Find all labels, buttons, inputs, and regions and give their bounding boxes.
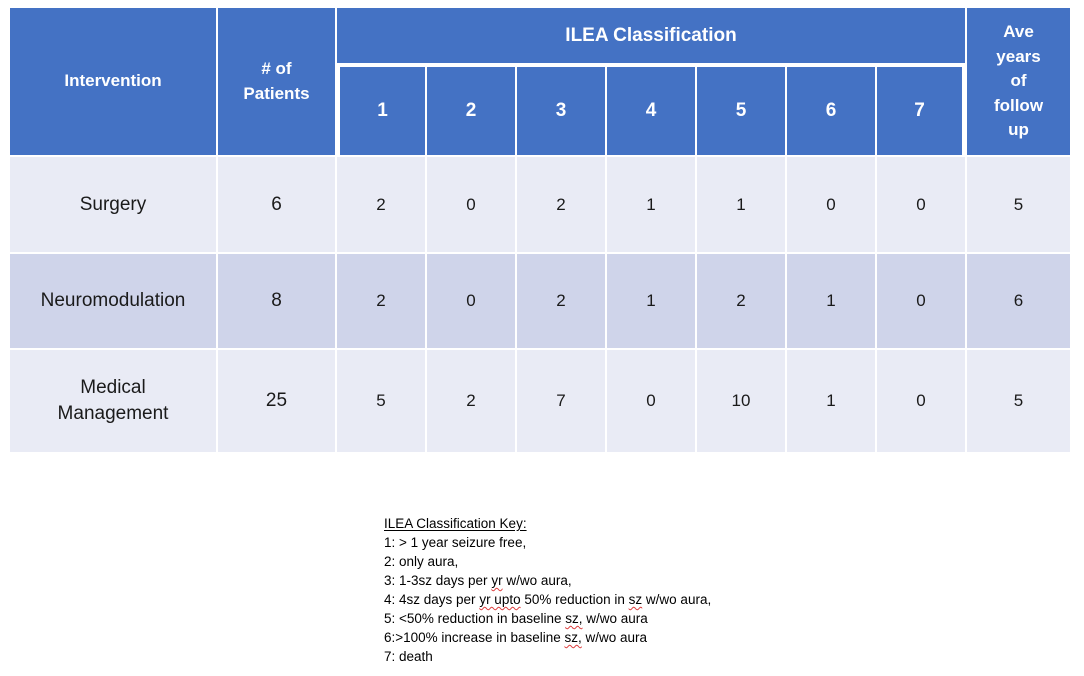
ave-years-cell: 6	[967, 254, 1070, 348]
class-cell-2: 2	[427, 350, 515, 452]
class-cell-3: 2	[517, 254, 605, 348]
results-table: Intervention # of Patients ILEA Classifi…	[8, 6, 1072, 454]
header-ave-years: Ave years of follow up	[967, 8, 1070, 155]
key-line: 2: only aura,	[384, 552, 1004, 571]
header-row-classes: 1 2 3 4 5 6 7	[10, 65, 1070, 155]
ave-years-cell: 5	[967, 350, 1070, 452]
class-cell-5: 1	[697, 157, 785, 252]
misspelled-word: yr	[491, 573, 503, 588]
row-label: Neuromodulation	[10, 254, 216, 348]
classification-key: ILEA Classification Key: 1: > 1 year sei…	[384, 514, 1004, 666]
class-cell-6: 0	[787, 157, 875, 252]
class-cell-1: 2	[337, 254, 425, 348]
header-ilea-classification: ILEA Classification	[337, 8, 965, 63]
key-text-segment: 6:>100% increase in baseline	[384, 630, 565, 645]
misspelled-word: sz,	[564, 630, 582, 645]
key-text-segment: 1: > 1 year seizure free,	[384, 535, 527, 550]
table-row-medical-management: Medical Management 25 5 2 7 0 10 1 0 5	[10, 350, 1070, 452]
class-cell-5: 2	[697, 254, 785, 348]
class-cell-6: 1	[787, 350, 875, 452]
class-cell-4: 1	[607, 254, 695, 348]
header-class-1: 1	[337, 65, 425, 155]
class-cell-2: 0	[427, 157, 515, 252]
header-class-5: 5	[697, 65, 785, 155]
table-body: Surgery 6 2 0 2 1 1 0 0 5 Neuromodulatio…	[10, 157, 1070, 452]
header-intervention: Intervention	[10, 8, 216, 155]
class-cell-7: 0	[877, 157, 965, 252]
header-patients: # of Patients	[218, 8, 335, 155]
class-cell-4: 1	[607, 157, 695, 252]
misspelled-word: sz	[628, 592, 643, 607]
class-cell-6: 1	[787, 254, 875, 348]
key-text-segment: 7: death	[384, 649, 433, 664]
row-label: Medical Management	[10, 350, 216, 452]
class-cell-5: 10	[697, 350, 785, 452]
patients-cell: 8	[218, 254, 335, 348]
class-cell-3: 7	[517, 350, 605, 452]
class-cell-7: 0	[877, 254, 965, 348]
key-title: ILEA Classification Key:	[384, 516, 527, 531]
key-text-segment: w/wo aura,	[502, 573, 572, 588]
header-row-top: Intervention # of Patients ILEA Classifi…	[10, 8, 1070, 155]
key-text-segment: w/wo aura,	[642, 592, 712, 607]
header-class-4: 4	[607, 65, 695, 155]
class-cell-1: 5	[337, 350, 425, 452]
class-cell-7: 0	[877, 350, 965, 452]
key-text-segment: 5: <50% reduction in baseline	[384, 611, 566, 626]
key-text-segment: w/wo aura	[582, 611, 648, 626]
header-class-6: 6	[787, 65, 875, 155]
header-class-2: 2	[427, 65, 515, 155]
class-cell-4: 0	[607, 350, 695, 452]
class-cell-2: 0	[427, 254, 515, 348]
header-ave-years-label: Ave years of follow up	[993, 21, 1044, 140]
key-line: 3: 1-3sz days per yr w/wo aura,	[384, 571, 1004, 590]
header-class-7: 7	[877, 65, 965, 155]
key-line: 5: <50% reduction in baseline sz, w/wo a…	[384, 609, 1004, 628]
key-line: 4: 4sz days per yr upto 50% reduction in…	[384, 590, 1004, 609]
class-cell-3: 2	[517, 157, 605, 252]
ave-years-cell: 5	[967, 157, 1070, 252]
row-label: Surgery	[10, 157, 216, 252]
key-line: 1: > 1 year seizure free,	[384, 533, 1004, 552]
table-row-neuromodulation: Neuromodulation 8 2 0 2 1 2 1 0 6	[10, 254, 1070, 348]
table-row-surgery: Surgery 6 2 0 2 1 1 0 0 5	[10, 157, 1070, 252]
key-text-segment: w/wo aura	[581, 630, 648, 645]
class-cell-1: 2	[337, 157, 425, 252]
table-header: Intervention # of Patients ILEA Classifi…	[10, 8, 1070, 155]
row-label-text: Medical Management	[57, 377, 169, 424]
misspelled-word: sz,	[565, 611, 583, 626]
key-text-segment: 50% reduction in	[520, 592, 629, 607]
misspelled-word: yr upto	[479, 592, 521, 607]
key-line: 6:>100% increase in baseline sz, w/wo au…	[384, 628, 1004, 647]
key-lines: 1: > 1 year seizure free, 2: only aura, 3:…	[384, 533, 1004, 666]
header-class-3: 3	[517, 65, 605, 155]
patients-cell: 25	[218, 350, 335, 452]
key-text-segment: 4: 4sz days per	[384, 592, 480, 607]
header-patients-label: # of Patients	[243, 58, 310, 103]
key-text-segment: 3: 1-3sz days per	[384, 573, 492, 588]
patients-cell: 6	[218, 157, 335, 252]
key-line: 7: death	[384, 647, 1004, 666]
key-text-segment: 2: only aura,	[384, 554, 459, 569]
